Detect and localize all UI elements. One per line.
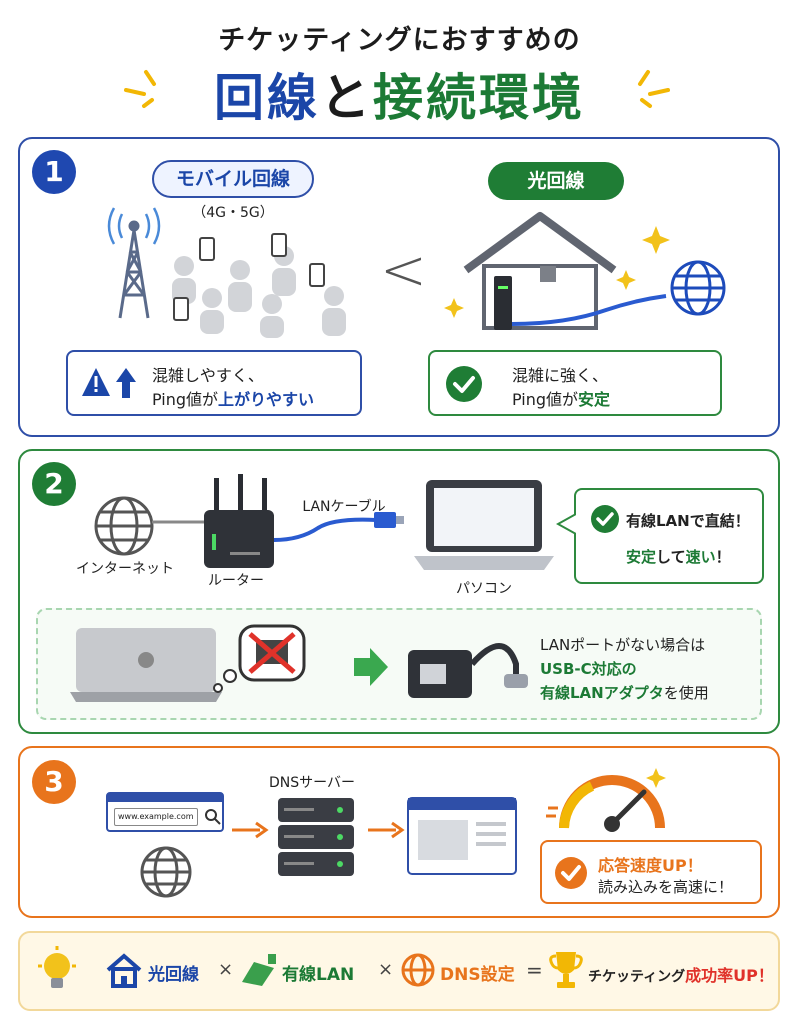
laptop-icon <box>414 480 554 570</box>
summary-wired-lan: 有線LAN <box>282 965 355 985</box>
house-icon <box>106 953 142 988</box>
page-title: 回線と接続環境 <box>0 58 799 130</box>
sparkle-left-icon <box>124 70 156 108</box>
section-number-2: 2 <box>32 462 76 506</box>
callout-pointer <box>556 513 576 535</box>
dns-result-box: 応答速度UP！ 読み込みを高速に！ <box>540 840 762 904</box>
wired-connection-illustration <box>94 474 404 568</box>
modem-icon <box>494 276 512 330</box>
title-line: 回線 <box>214 69 320 127</box>
title-and: と <box>320 69 373 127</box>
title-connection: 接続環境 <box>373 69 585 127</box>
arrow-right-icon <box>368 821 405 839</box>
check-circle-icon <box>591 505 619 533</box>
summary-dns: DNS設定 <box>440 965 515 985</box>
globe-icon <box>140 846 192 898</box>
trophy-icon <box>549 952 583 988</box>
comparison-symbol: < <box>380 238 427 303</box>
fiber-home-illustration <box>444 212 726 330</box>
summary-result: チケッティング成功率UP！ <box>588 966 774 985</box>
warning-up-icon <box>82 368 136 398</box>
adapter-line2: USB-C対応の <box>540 660 637 678</box>
crowd-icon <box>172 246 346 338</box>
mobile-note-box: 混雑しやすく、 Ping値が上がりやすい <box>66 350 362 416</box>
globe-icon <box>401 953 435 987</box>
mobile-line-sublabel: （4G・5G） <box>192 205 274 221</box>
check-circle-icon <box>446 366 482 402</box>
dns-server-icon <box>278 798 354 876</box>
router-icon <box>204 474 274 568</box>
mobile-tower-crowd-illustration <box>107 207 346 338</box>
router-label: ルーター <box>208 573 264 589</box>
fiber-cable <box>511 294 667 326</box>
wired-benefit-callout: 有線LANで直結！ 安定して速い！ <box>574 488 764 584</box>
page-subtitle: チケッティングにおすすめの <box>218 25 581 56</box>
summary-equals: = <box>526 958 543 982</box>
browser-window: www.example.com <box>106 792 224 832</box>
cell-tower-icon <box>118 220 150 319</box>
search-icon[interactable] <box>204 808 222 826</box>
internet-label: インターネット <box>76 561 174 577</box>
callout-line1: 有線LANで直結！ <box>626 512 750 530</box>
lightbulb-icon <box>38 946 76 988</box>
lan-plug-icon <box>374 512 396 528</box>
signal-waves-icon <box>107 207 161 245</box>
lan-cable <box>273 517 377 542</box>
macbook-no-port-illustration <box>70 624 306 702</box>
mobile-note-line2: Ping値が上がりやすい <box>152 390 315 409</box>
house-roof-icon <box>463 212 617 274</box>
pc-label: パソコン <box>456 581 512 597</box>
sparkle-right-icon <box>638 70 670 108</box>
mobile-line-label: モバイル回線 <box>152 160 314 198</box>
arrow-right-icon <box>232 821 269 839</box>
sparkle-icons <box>444 226 670 318</box>
fiber-line-label: 光回線 <box>488 162 624 200</box>
summary-bar <box>18 931 780 1011</box>
summary-times-1: × <box>218 959 234 980</box>
adapter-line3: 有線LANアダプタを使用 <box>540 684 709 702</box>
callout-line2: 安定して速い！ <box>626 548 731 566</box>
fiber-note-line1: 混雑に強く、 <box>512 366 609 385</box>
fiber-note-box: 混雑に強く、 Ping値が安定 <box>428 350 722 416</box>
usb-c-lan-adapter-icon <box>408 643 528 698</box>
smartphone-icons <box>173 233 325 321</box>
internet-globe-icon <box>94 496 154 556</box>
adapter-line1: LANポートがない場合は <box>540 636 706 654</box>
lan-cable-icon <box>242 954 276 986</box>
globe-icon <box>670 260 726 316</box>
lan-cable-label: LANケーブル <box>302 499 386 515</box>
check-circle-icon <box>555 857 587 889</box>
summary-times-2: × <box>378 959 394 980</box>
arrow-right-icon <box>354 648 388 686</box>
section-number-1: 1 <box>32 150 76 194</box>
dns-result-line1: 応答速度UP！ <box>598 856 703 875</box>
browser-url-bar[interactable]: www.example.com <box>114 808 198 826</box>
fiber-note-line2: Ping値が安定 <box>512 390 611 409</box>
summary-fiber: 光回線 <box>148 965 199 985</box>
speedometer-icon <box>546 768 666 832</box>
mobile-note-line1: 混雑しやすく、 <box>152 366 264 385</box>
dns-result-line2: 読み込みを高速に！ <box>598 878 734 896</box>
dns-server-label: DNSサーバー <box>269 775 355 791</box>
section-number-3: 3 <box>32 760 76 804</box>
webpage-icon <box>407 797 517 875</box>
